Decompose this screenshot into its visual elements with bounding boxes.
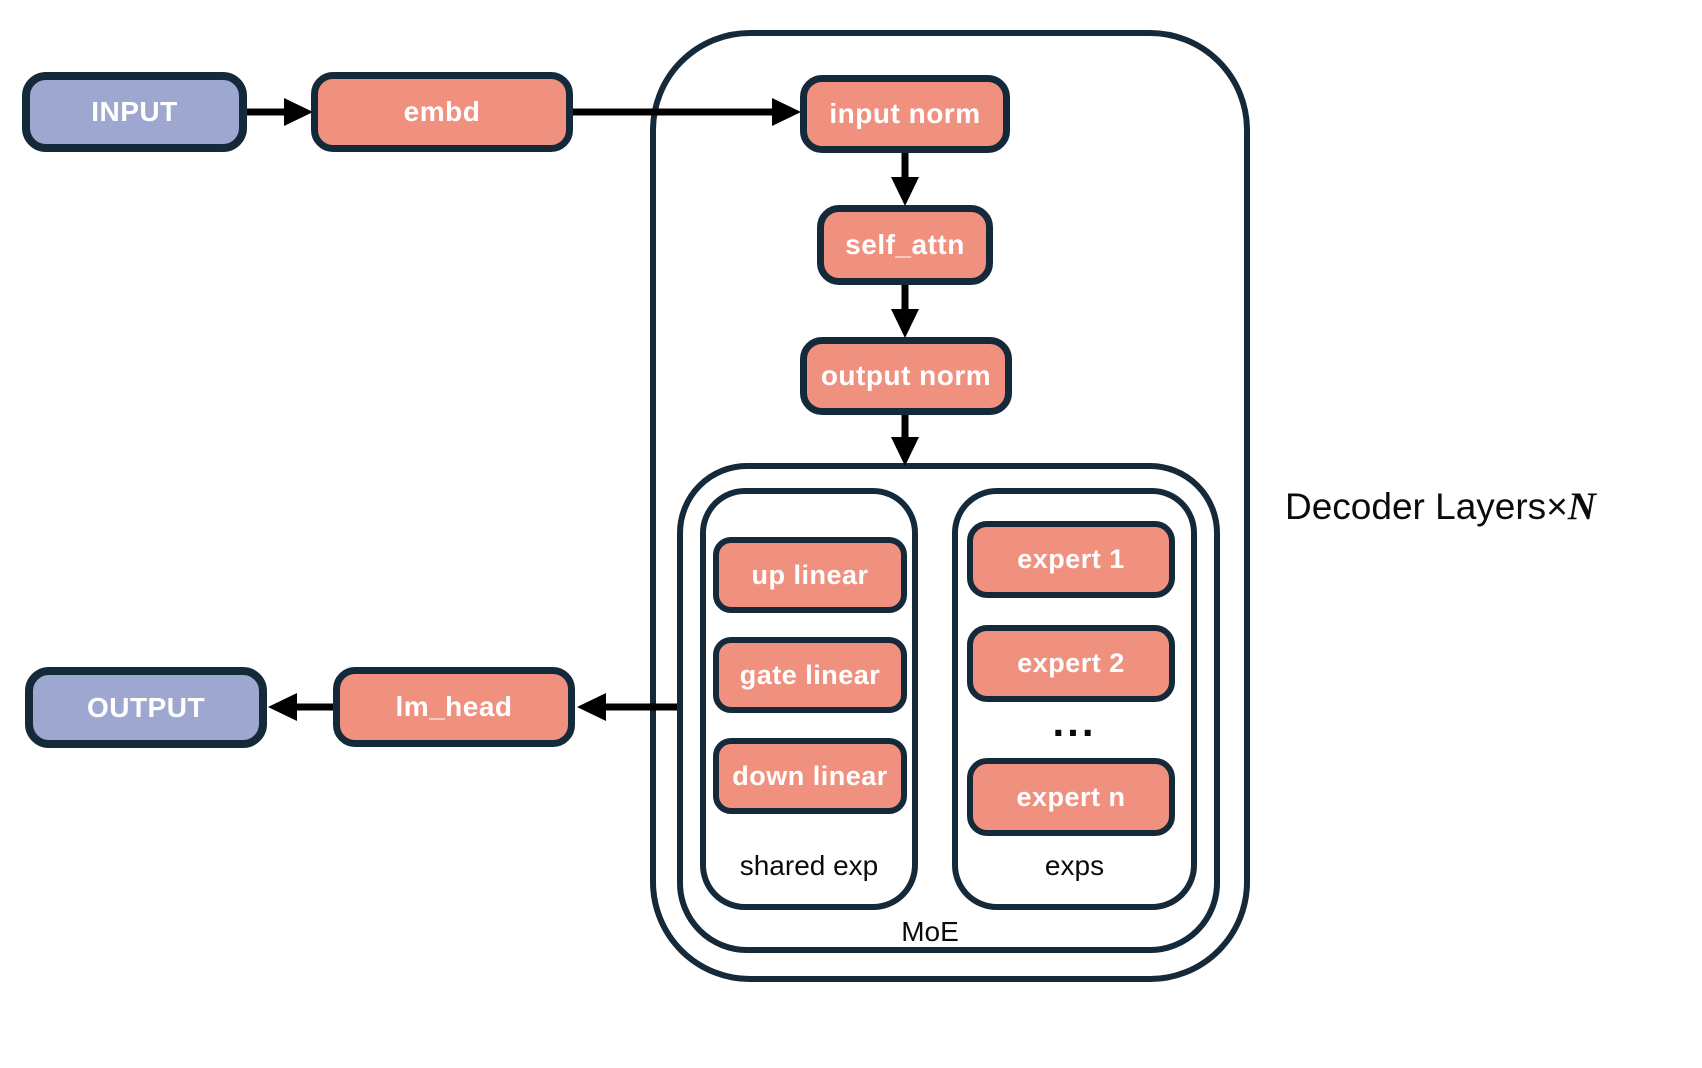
experts-ellipsis: ... [1052,698,1097,745]
shared-exp-group [700,488,918,910]
decoder-layers-container [650,30,1250,982]
expert-n-node: expert n [967,758,1175,836]
layer-count-symbol: N [1567,485,1596,528]
input-norm-node: input norm [800,75,1010,153]
arrow-input-to-embd [247,98,313,126]
down-linear-node: down linear [713,738,907,814]
moe-label: MoE [901,916,959,947]
expert-1-node: expert 1 [967,521,1175,598]
exps-label: exps [1044,850,1105,881]
exps-group [952,488,1197,910]
lm-head-node: lm_head [333,667,575,747]
input-node: INPUT [22,72,247,152]
output-node: OUTPUT [25,667,267,748]
embd-node: embd [311,72,573,152]
moe-container [677,463,1220,953]
expert-2-node: expert 2 [967,625,1175,702]
multiply-sign: × [1546,486,1568,527]
self-attn-node: self_attn [817,205,993,285]
output-norm-node: output norm [800,337,1012,415]
shared-exp-label: shared exp [739,850,879,881]
gate-linear-node: gate linear [713,637,907,713]
decoder-layers-text: Decoder Layers [1285,486,1547,527]
up-linear-node: up linear [713,537,907,613]
arrow-lm-head-to-output [268,693,333,721]
decoder-layers-label: Decoder Layers×N [1285,484,1596,529]
